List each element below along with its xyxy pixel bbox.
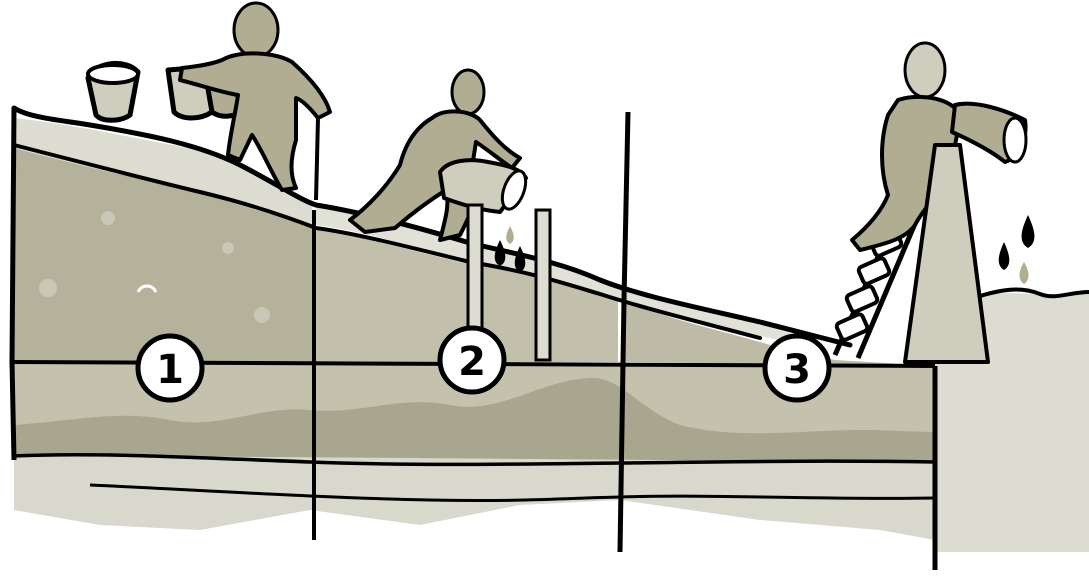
step-number-1: 1 xyxy=(156,347,184,393)
post-left xyxy=(12,108,14,460)
bucket-icon xyxy=(88,63,138,120)
water-drops-icon xyxy=(999,215,1035,284)
step-badge-1: 1 xyxy=(138,336,202,400)
step-number-3: 3 xyxy=(783,347,811,393)
worker-pouring-bucket-icon xyxy=(350,70,530,240)
step-badge-3: 3 xyxy=(765,336,829,400)
step-badge-2: 2 xyxy=(440,328,504,392)
step-number-2: 2 xyxy=(458,339,486,385)
